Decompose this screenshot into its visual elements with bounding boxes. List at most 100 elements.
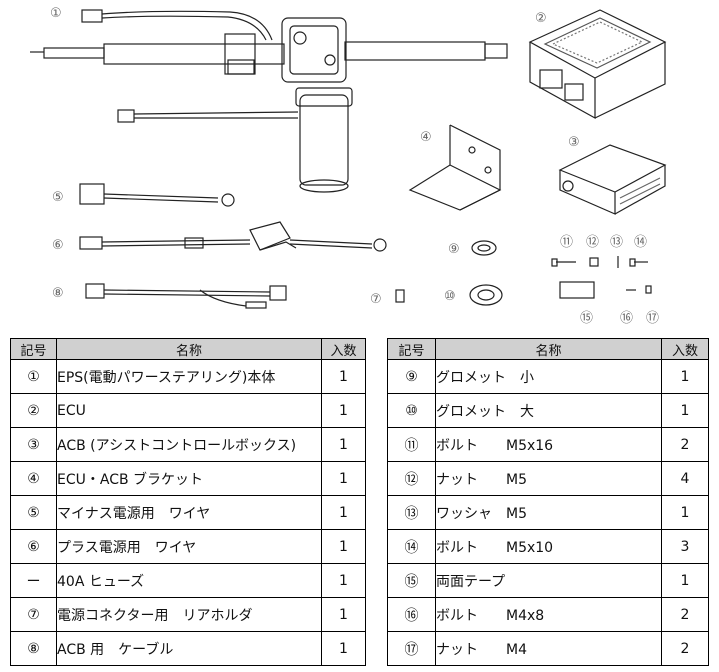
callout-4: ④: [420, 130, 432, 145]
row-quantity: 1: [321, 393, 366, 428]
header-name: 名称: [435, 338, 662, 360]
row-symbol: ⑩: [387, 393, 436, 428]
row-symbol: ⑧: [10, 631, 57, 666]
table-row: ⑧ ACB 用 ケーブル 1: [10, 631, 366, 666]
callout-11: ⑪: [560, 235, 573, 250]
row-symbol: ⑨: [387, 359, 436, 394]
eps-steering-column-illustration: [30, 9, 508, 193]
callout-12: ⑫: [586, 235, 599, 250]
row-symbol: ⑥: [10, 529, 57, 564]
row-symbol: ⑪: [387, 427, 436, 462]
table-row: ⑮ 両面テープ 1: [387, 563, 709, 598]
parts-table-right: 記号 名称 入数 ⑨ グロメット 小 1 ⑩ グロメット 大 1 ⑪ ボルト M…: [387, 338, 709, 666]
callout-6: ⑥: [52, 238, 64, 253]
negative-wire-illustration: [79, 183, 235, 207]
row-quantity: 4: [661, 461, 709, 496]
row-quantity: 1: [661, 563, 709, 598]
row-symbol: ②: [10, 393, 57, 428]
callout-17: ⑰: [646, 311, 659, 326]
table-row: ④ ECU・ACB ブラケット 1: [10, 461, 366, 496]
table-row: ⑪ ボルト M5x16 2: [387, 427, 709, 462]
header-symbol: 記号: [387, 338, 436, 360]
header-name: 名称: [56, 338, 322, 360]
row-quantity: 1: [321, 461, 366, 496]
row-quantity: 1: [321, 427, 366, 462]
row-symbol: ⑮: [387, 563, 436, 598]
row-quantity: 2: [661, 427, 709, 462]
table-row: ① EPS(電動パワーステアリング)本体 1: [10, 359, 366, 394]
callout-13: ⑬: [610, 235, 623, 250]
row-quantity: 1: [661, 495, 709, 530]
callout-7: ⑦: [370, 292, 382, 307]
parts-diagram: ① ② ③ ④ ⑤ ⑥ ⑦ ⑧ ⑨ ⑩ ⑪ ⑫ ⑬ ⑭ ⑮ ⑯ ⑰: [30, 6, 667, 326]
row-symbol: ③: [10, 427, 57, 462]
row-quantity: 1: [321, 359, 366, 394]
header-quantity: 入数: [661, 338, 709, 360]
table-header-row: 記号 名称 入数: [10, 338, 366, 360]
grommet-small-illustration: [471, 240, 497, 256]
row-name: 両面テープ: [435, 563, 662, 598]
row-quantity: 1: [321, 563, 366, 598]
row-name: ECU・ACB ブラケット: [56, 461, 322, 496]
table-row: ⑰ ナット M4 2: [387, 631, 709, 666]
table-row: ー 40A ヒューズ 1: [10, 563, 366, 598]
row-quantity: 2: [661, 631, 709, 666]
table-row: ⑨ グロメット 小 1: [387, 359, 709, 394]
table-row: ⑩ グロメット 大 1: [387, 393, 709, 428]
row-name: プラス電源用 ワイヤ: [56, 529, 322, 564]
row-symbol: ⑬: [387, 495, 436, 530]
row-quantity: 1: [661, 393, 709, 428]
row-quantity: 1: [321, 529, 366, 564]
callout-3: ③: [568, 135, 580, 150]
row-symbol: ⑦: [10, 597, 57, 632]
table-row: ⑦ 電源コネクター用 リアホルダ 1: [10, 597, 366, 632]
rear-holder-illustration: [395, 289, 405, 303]
row-name: マイナス電源用 ワイヤ: [56, 495, 322, 530]
callout-2: ②: [535, 11, 547, 26]
row-name: EPS(電動パワーステアリング)本体: [56, 359, 322, 394]
row-quantity: 2: [661, 597, 709, 632]
table-row: ⑭ ボルト M5x10 3: [387, 529, 709, 564]
table-row: ⑯ ボルト M4x8 2: [387, 597, 709, 632]
row-symbol: ⑤: [10, 495, 57, 530]
acb-cable-illustration: [85, 283, 287, 309]
table-row: ⑥ プラス電源用 ワイヤ 1: [10, 529, 366, 564]
ecu-illustration: [528, 9, 667, 120]
table-row: ② ECU 1: [10, 393, 366, 428]
table-row: ⑤ マイナス電源用 ワイヤ 1: [10, 495, 366, 530]
row-name: グロメット 小: [435, 359, 662, 394]
row-symbol: ④: [10, 461, 57, 496]
row-name: 40A ヒューズ: [56, 563, 322, 598]
callout-10: ⑩: [444, 289, 456, 304]
row-symbol: ⑯: [387, 597, 436, 632]
row-name: ナット M4: [435, 631, 662, 666]
acb-illustration: [558, 144, 667, 215]
row-quantity: 1: [321, 597, 366, 632]
row-symbol: ①: [10, 359, 57, 394]
table-row: ⑫ ナット M5 4: [387, 461, 709, 496]
bracket-illustration: [408, 124, 502, 211]
row-name: 電源コネクター用 リアホルダ: [56, 597, 322, 632]
row-quantity: 1: [661, 359, 709, 394]
row-name: グロメット 大: [435, 393, 662, 428]
table-row: ⑬ ワッシャ M5 1: [387, 495, 709, 530]
row-symbol: ⑰: [387, 631, 436, 666]
header-quantity: 入数: [321, 338, 366, 360]
positive-wire-illustration: [79, 221, 387, 252]
row-quantity: 1: [321, 495, 366, 530]
row-name: ボルト M5x10: [435, 529, 662, 564]
grommet-large-illustration: [469, 284, 503, 306]
row-name: ナット M5: [435, 461, 662, 496]
row-quantity: 1: [321, 631, 366, 666]
row-quantity: 3: [661, 529, 709, 564]
callout-9: ⑨: [448, 242, 460, 257]
header-symbol: 記号: [10, 338, 57, 360]
row-symbol: ー: [10, 563, 57, 598]
row-name: ボルト M4x8: [435, 597, 662, 632]
row-name: ACB 用 ケーブル: [56, 631, 322, 666]
small-hardware-illustration: [551, 256, 652, 299]
row-name: ECU: [56, 393, 322, 428]
callout-5: ⑤: [52, 190, 64, 205]
row-symbol: ⑫: [387, 461, 436, 496]
callout-16: ⑯: [620, 311, 633, 326]
